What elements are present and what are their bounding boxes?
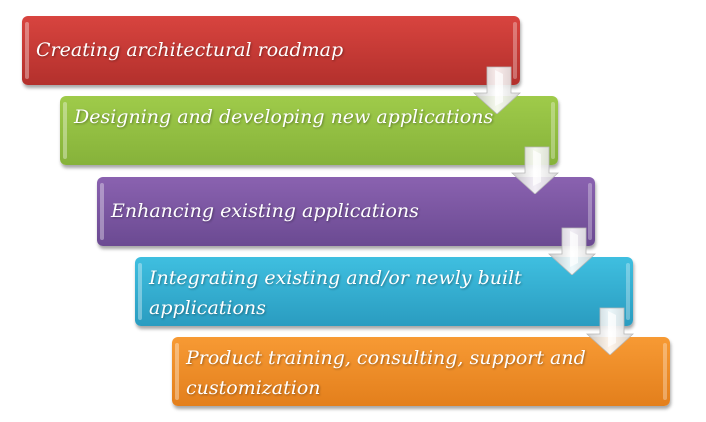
step-2-label: Designing and developing new application… — [74, 106, 494, 128]
down-arrow-icon — [510, 146, 559, 195]
step-2-box: Designing and developing new application… — [60, 96, 558, 165]
step-5-label: Product training, consulting, support an… — [186, 347, 586, 399]
down-arrow-icon — [585, 307, 634, 356]
down-arrow-icon — [472, 66, 522, 115]
step-4-label: Integrating existing and/or newly built … — [149, 267, 522, 319]
down-arrow-icon — [547, 227, 597, 276]
step-1-label: Creating architectural roadmap — [36, 39, 344, 61]
step-3-label: Enhancing existing applications — [111, 200, 419, 222]
step-5-box: Product training, consulting, support an… — [172, 337, 670, 406]
step-3-box: Enhancing existing applications — [97, 177, 595, 246]
step-1-box: Creating architectural roadmap — [22, 16, 520, 85]
step-4-box: Integrating existing and/or newly built … — [135, 257, 633, 326]
